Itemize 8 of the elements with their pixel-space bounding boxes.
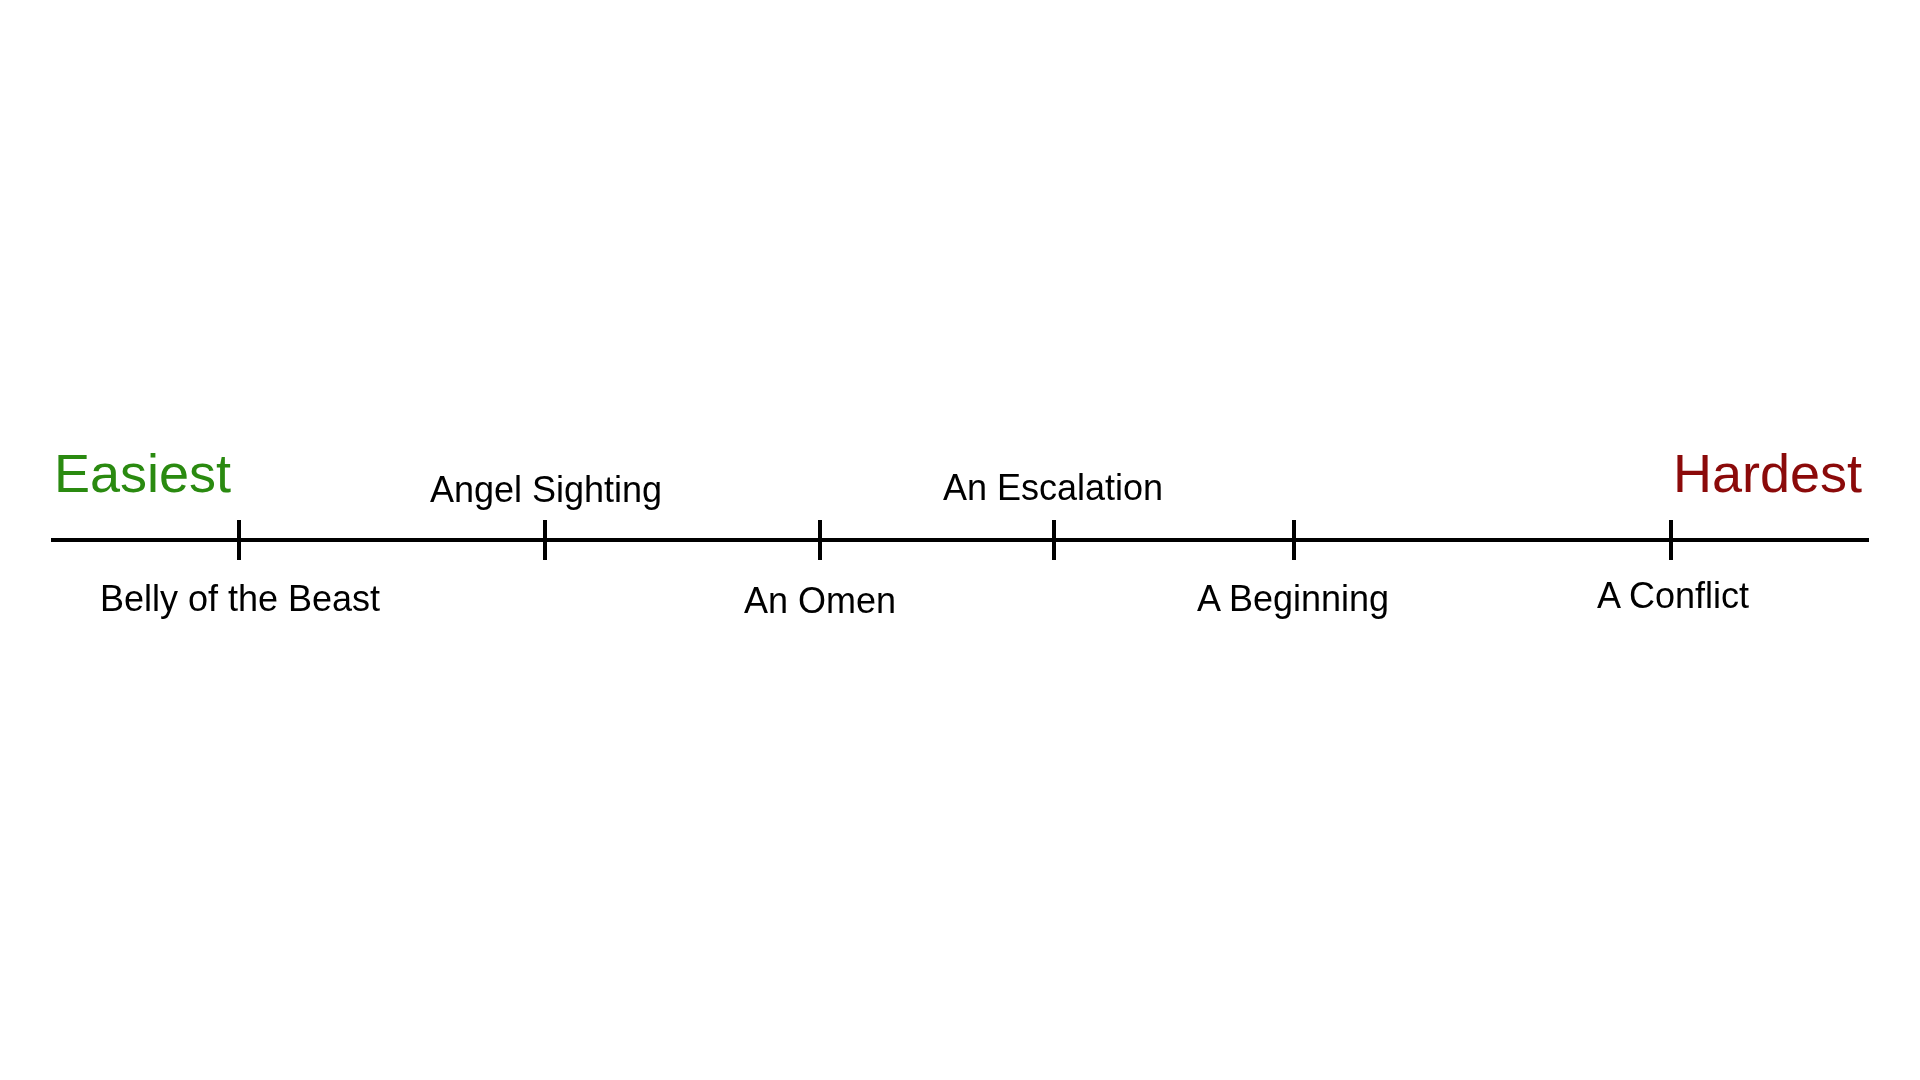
scale-end-label: Easiest <box>54 446 232 500</box>
tick-label: Belly of the Beast <box>99 581 381 617</box>
tick-label: Angel Sighting <box>429 472 663 508</box>
scale-end-label: Hardest <box>1672 446 1862 500</box>
tick-label: An Escalation <box>942 470 1164 506</box>
tick-label: A Conflict <box>1596 578 1750 614</box>
tick-label: A Beginning <box>1196 581 1390 617</box>
tick-label: An Omen <box>743 583 897 619</box>
